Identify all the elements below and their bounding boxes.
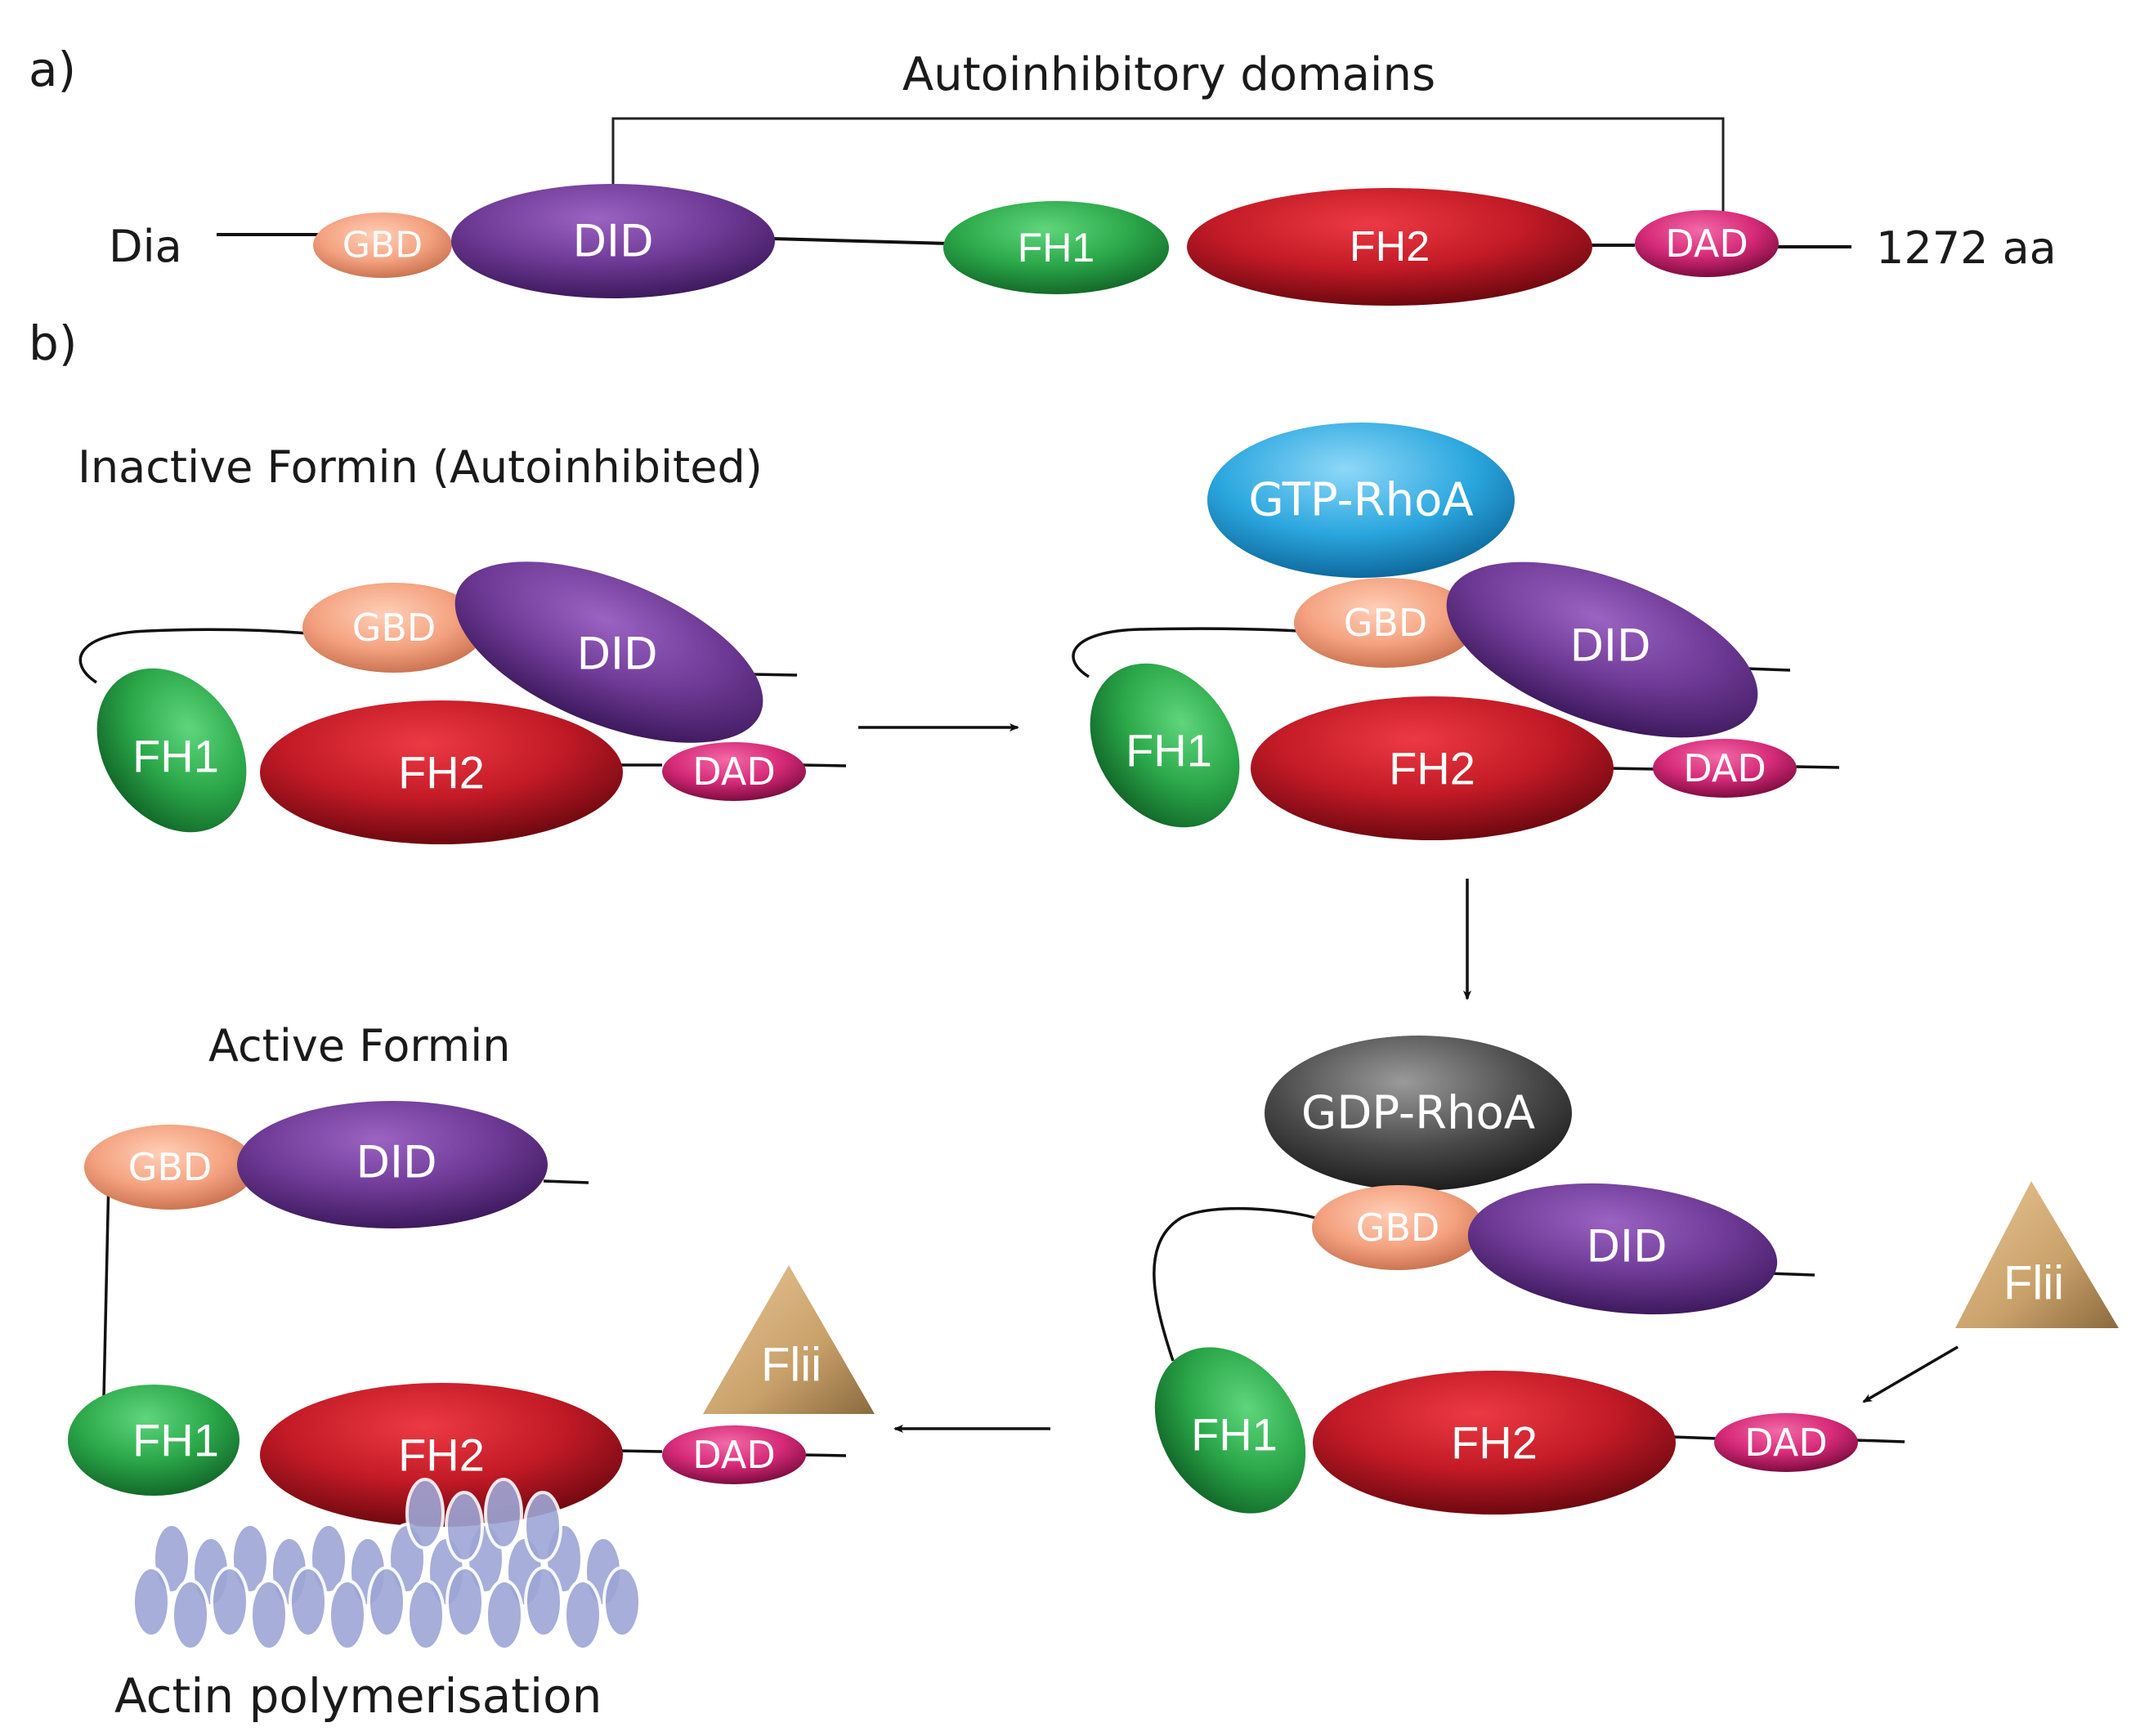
fh2-label: FH2	[1389, 743, 1475, 794]
actin-monomer	[406, 1579, 445, 1651]
autoinhibitory-bracket	[611, 117, 1725, 221]
dad-label: DAD	[1744, 1421, 1828, 1465]
gdp-rhoa: GDP-RhoA	[1265, 1036, 1572, 1191]
dad-label: DAD	[1665, 221, 1748, 266]
fh1-label: FH1	[1191, 1409, 1278, 1461]
fh2-domain: FH2	[260, 700, 623, 844]
actin-filament-cluster	[132, 1478, 642, 1651]
actin-polymerisation-caption: Actin polymerisation	[114, 1668, 602, 1724]
fh1-domain: FH1	[68, 1385, 240, 1496]
actin-monomer	[132, 1566, 171, 1638]
inactive-formin: GBD DID FH1 FH2 DAD	[78, 562, 847, 844]
actin-monomer	[405, 1478, 445, 1550]
dad-label: DAD	[692, 749, 776, 794]
gbd-label: GBD	[1356, 1206, 1440, 1250]
fh2-domain: FH2	[1187, 188, 1592, 306]
gbd-domain: GBD	[1294, 578, 1477, 668]
did-label: DID	[572, 216, 653, 267]
protein-length: 1272 aa	[1876, 222, 2057, 274]
gbd-label: GBD	[128, 1145, 213, 1189]
flii-label: Flii	[761, 1339, 822, 1392]
actin-monomer	[445, 1566, 485, 1638]
autoinhibitory-label: Autoinhibitory domains	[902, 48, 1435, 101]
gtp-rhoa-label: GTP-RhoA	[1248, 474, 1473, 527]
panel-b-letter: b)	[29, 315, 77, 371]
actin-monomer	[289, 1566, 328, 1638]
flii-protein: Flii	[703, 1265, 875, 1414]
actin-monomer	[563, 1579, 602, 1651]
actin-monomer	[523, 1491, 562, 1563]
fh1-domain: FH1	[96, 668, 247, 833]
actin-monomer	[210, 1566, 249, 1638]
fh1-domain: FH1	[1090, 663, 1240, 828]
fh1-domain: FH1	[943, 201, 1169, 294]
actin-monomer	[249, 1579, 289, 1651]
did-domain: DID	[451, 184, 775, 298]
arrow-flii-to-dad	[1862, 1345, 1959, 1403]
fh1-label: FH1	[1018, 225, 1095, 271]
actin-monomer	[602, 1566, 642, 1638]
actin-monomer	[524, 1566, 563, 1638]
actin-monomer	[367, 1566, 406, 1638]
gbd-domain: GBD	[1312, 1185, 1484, 1270]
actin-monomer	[328, 1579, 367, 1651]
fh1-label: FH1	[132, 1415, 219, 1466]
dad-label: DAD	[1683, 746, 1766, 790]
gbd-label: GBD	[342, 225, 423, 266]
gbd-domain: GBD	[84, 1125, 256, 1210]
dad-domain: DAD	[662, 1425, 806, 1484]
active-formin-title: Active Formin	[208, 1020, 510, 1072]
did-label: DID	[1586, 1221, 1667, 1273]
did-domain: DID	[454, 562, 763, 743]
inactive-formin-title: Inactive Formin (Autoinhibited)	[78, 441, 763, 493]
did-label: DID	[576, 629, 657, 680]
dad-domain: DAD	[662, 742, 806, 801]
gbd-domain: GBD	[313, 213, 452, 278]
gdp-rhoa-bound-formin: GDP-RhoA GBD DID FH1 FH2 DAD Flii	[1153, 1036, 2119, 1515]
fh1-domain: FH1	[1154, 1347, 1306, 1514]
fh2-domain: FH2	[1251, 696, 1614, 840]
dad-domain: DAD	[1714, 1413, 1858, 1472]
fh2-label: FH2	[1350, 223, 1430, 271]
flii-protein: Flii	[1955, 1181, 2119, 1328]
did-domain: DID	[237, 1101, 548, 1228]
gdp-rhoa-label: GDP-RhoA	[1301, 1087, 1535, 1140]
fh2-domain: FH2	[260, 1383, 623, 1527]
fh2-label: FH2	[398, 747, 485, 799]
actin-monomer	[485, 1579, 524, 1651]
did-domain: DID	[1446, 562, 1758, 738]
panel-a-letter: a)	[29, 42, 76, 97]
flii-label: Flii	[2003, 1257, 2064, 1310]
actin-monomer	[445, 1491, 484, 1563]
actin-monomer	[171, 1579, 210, 1651]
gbd-label: GBD	[1344, 601, 1428, 645]
dad-domain: DAD	[1653, 739, 1797, 798]
did-label: DID	[1569, 620, 1650, 672]
fh1-label: FH1	[132, 731, 219, 782]
dad-label: DAD	[692, 1433, 776, 1477]
gtp-rhoa-bound-formin: GTP-RhoA GBD DID FH1 FH2 DAD	[1072, 423, 1840, 840]
did-domain: DID	[1467, 1183, 1778, 1315]
protein-name: Dia	[109, 221, 182, 272]
actin-monomer	[484, 1478, 523, 1550]
gbd-domain: GBD	[302, 583, 486, 673]
fh1-label: FH1	[1126, 725, 1212, 776]
gtp-rhoa: GTP-RhoA	[1207, 423, 1515, 578]
active-formin: GBD DID FH1 FH2 DAD Flii	[68, 1101, 875, 1527]
fh2-label: FH2	[398, 1430, 485, 1481]
linear-domain-map: GBD DID FH1 FH2 DAD	[217, 184, 1851, 306]
dad-domain: DAD	[1635, 210, 1779, 277]
gbd-label: GBD	[352, 606, 436, 650]
fh2-label: FH2	[1451, 1417, 1538, 1469]
did-label: DID	[356, 1137, 436, 1188]
fh2-domain: FH2	[1313, 1371, 1676, 1515]
